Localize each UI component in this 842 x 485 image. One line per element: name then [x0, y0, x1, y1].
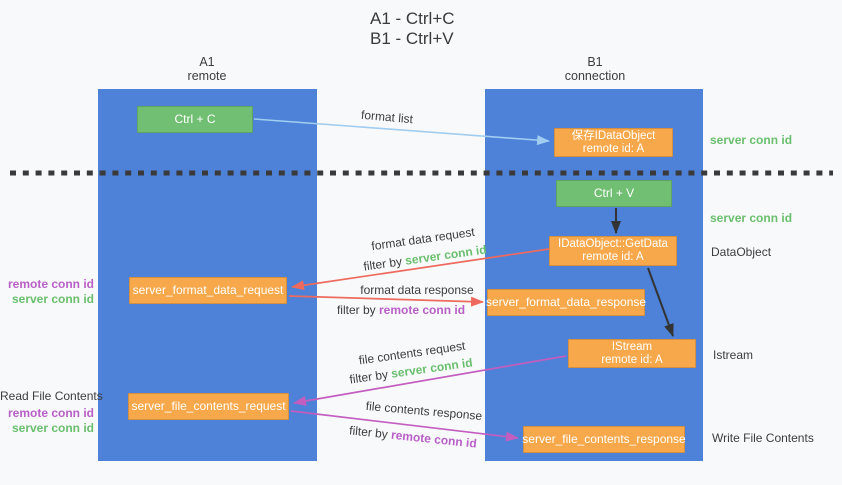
- filter-by-text: filter by: [348, 423, 389, 442]
- save-idataobject-line1: 保存IDataObject: [571, 129, 656, 142]
- istream-line2: remote id: A: [601, 353, 663, 366]
- server-conn-id-right-mid: server conn id: [710, 211, 793, 225]
- ctrl-v-label: Ctrl + V: [593, 186, 635, 200]
- file-response-filter-label: filter by remote conn id: [349, 423, 478, 450]
- filter-by-text: filter by: [362, 254, 403, 274]
- server-file-contents-request-label: server_file_contents_request: [131, 399, 286, 413]
- ctrl-c-box: Ctrl + C: [137, 106, 253, 133]
- getdata-line1: IDataObject::GetData: [558, 238, 668, 250]
- remote-conn-id-text: remote conn id: [390, 427, 478, 451]
- dataobject-label: DataObject: [711, 245, 772, 259]
- server-conn-id-label: server conn id: [11, 421, 94, 435]
- lane-a-header: A1 remote: [188, 55, 227, 83]
- format-data-response-label: format data response: [360, 283, 474, 297]
- server-format-data-response-label: server_format_data_response: [485, 295, 647, 309]
- server-file-contents-response-box: server_file_contents_response: [522, 426, 686, 453]
- server-format-data-request-box: server_format_data_request: [129, 277, 287, 304]
- ctrl-c-label: Ctrl + C: [174, 112, 216, 126]
- format-request-conn-ids: remote conn id server conn id: [0, 277, 94, 307]
- lane-b-header: B1 connection: [565, 55, 625, 83]
- remote-conn-id-label: remote conn id: [7, 406, 94, 420]
- write-file-contents-label: Write File Contents: [712, 431, 814, 445]
- server-conn-id-right-top: server conn id: [710, 133, 793, 147]
- diagram-title-line1: A1 - Ctrl+C: [370, 9, 455, 28]
- server-file-contents-request-box: server_file_contents_request: [128, 393, 289, 420]
- file-request-conn-ids: remote conn id server conn id: [0, 406, 94, 436]
- lane-b-subtitle: connection: [564, 69, 626, 83]
- filter-by-text: filter by: [348, 367, 389, 387]
- server-file-contents-response-label: server_file_contents_response: [522, 432, 686, 446]
- istream-side-label: Istream: [713, 348, 754, 362]
- remote-conn-id-text: remote conn id: [379, 303, 466, 317]
- remote-conn-id-label: remote conn id: [7, 277, 94, 291]
- server-conn-id-label: server conn id: [11, 292, 94, 306]
- istream-line1: IStream: [611, 340, 653, 353]
- lane-a-subtitle: remote: [187, 69, 227, 83]
- getdata-line2: remote id: A: [582, 251, 644, 263]
- file-contents-response-label: file contents response: [365, 398, 483, 424]
- lane-a-name: A1: [199, 55, 215, 69]
- ctrl-v-box: Ctrl + V: [556, 180, 672, 207]
- save-idataobject-line2: remote id: A: [582, 142, 645, 155]
- server-format-data-request-label: server_format_data_request: [132, 283, 284, 297]
- read-file-contents-label: Read File Contents: [0, 389, 103, 403]
- format-list-label: format list: [360, 107, 414, 127]
- lane-b-name: B1: [587, 55, 603, 69]
- idataobject-getdata-box: IDataObject::GetData remote id: A: [549, 236, 677, 266]
- diagram-title-line2: B1 - Ctrl+V: [370, 29, 454, 48]
- save-idataobject-box: 保存IDataObject remote id: A: [554, 128, 673, 157]
- filter-by-text: filter by: [336, 303, 376, 317]
- server-format-data-response-box: server_format_data_response: [485, 289, 647, 316]
- format-response-filter-label: filter by remote conn id: [337, 303, 465, 317]
- istream-box: IStream remote id: A: [568, 339, 696, 368]
